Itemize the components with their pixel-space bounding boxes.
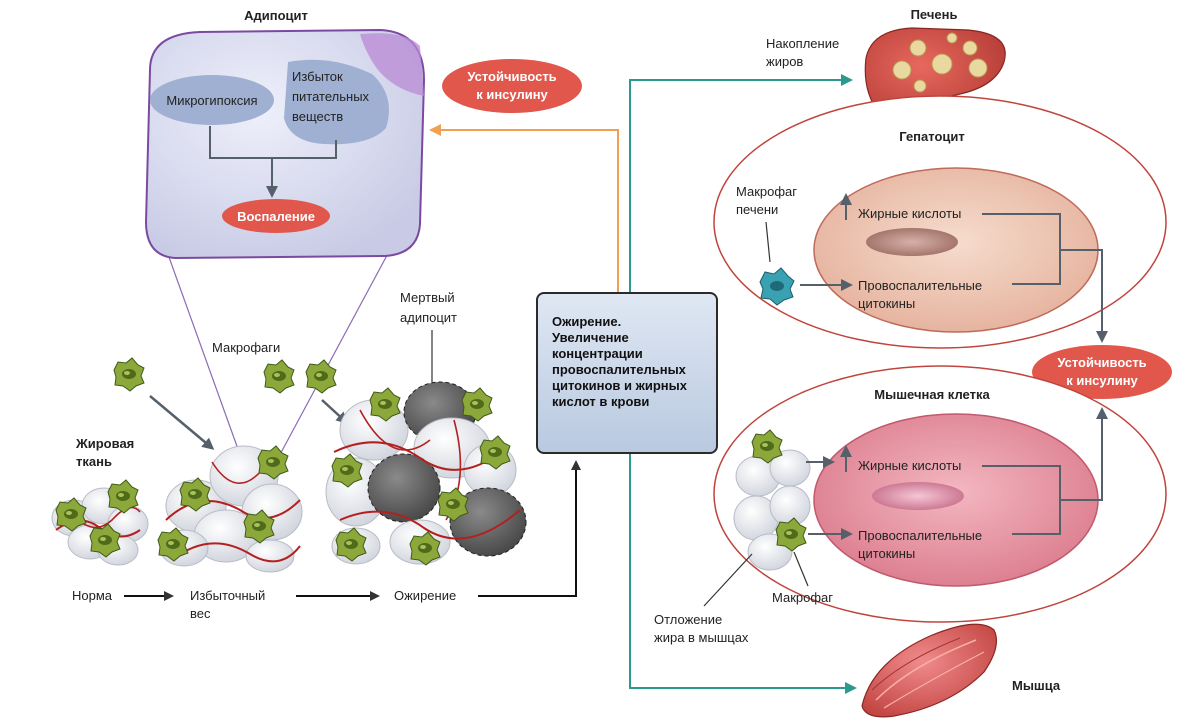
muscle-cytokines-label-2: цитокины: [858, 546, 915, 561]
fat-deposit-label-1: Отложение: [654, 612, 722, 627]
muscle-icon: [861, 623, 997, 718]
microhypoxia-label: Микрогипоксия: [166, 93, 257, 108]
dead-adipocyte-label-1: Мертвый: [400, 290, 455, 305]
muscle-cytokines-label-1: Провоспалительные: [858, 528, 982, 543]
insulin-resistance-top-line-1: Устойчивость: [467, 69, 556, 84]
center-line-2: Увеличение: [552, 330, 629, 345]
nutrients-line-3: веществ: [292, 109, 343, 124]
inflammation-label: Воспаление: [237, 209, 315, 224]
insulin-resistance-right-line-1: Устойчивость: [1057, 355, 1146, 370]
center-line-1: Ожирение.: [552, 314, 622, 329]
muscle-macrophage-pointer: [793, 551, 809, 587]
center-line-4: провоспалительных: [552, 362, 686, 377]
arrow-macrophages-to-obesity: [321, 399, 349, 425]
adipocyte-title: Адипоцит: [244, 8, 308, 23]
hepatocyte-nucleus: [866, 228, 958, 256]
insulin-resistance-top-line-2: к инсулину: [476, 87, 548, 102]
stage-norm-label: Норма: [72, 588, 113, 603]
arrow-muscle-to-resistance: [1060, 407, 1108, 501]
liver-cytokines-label-2: цитокины: [858, 296, 915, 311]
macrophage-icon: [263, 359, 295, 394]
dead-adipocyte-label-2: адипоцит: [400, 310, 457, 325]
adipocyte-nucleus: [360, 33, 424, 96]
adipose-tissue-label-1: Жировая: [75, 436, 134, 451]
inflammation-badge: [222, 199, 330, 233]
arrow-center-to-adipocyte: [429, 124, 619, 292]
nutrients-line-2: питательных: [292, 89, 370, 104]
muscle-fat-cluster: [733, 429, 811, 571]
microhypoxia-bubble: [150, 75, 274, 125]
muscle-cell-title: Мышечная клетка: [874, 387, 990, 402]
stage-overweight-label-1: Избыточный: [190, 588, 265, 603]
fat-deposit-label-2: жира в мышцах: [654, 630, 749, 645]
arrow-macrophage-to-overweight: [149, 395, 215, 450]
center-line-3: концентрации: [552, 346, 643, 361]
macrophage-icon: [113, 357, 145, 392]
center-line-5: цитокинов и жирных: [552, 378, 687, 393]
liver-macrophage-label-2: печени: [736, 202, 778, 217]
liver-macrophage-label-1: Макрофаг: [736, 184, 797, 199]
hepatocyte-title: Гепатоцит: [899, 129, 965, 144]
hepatocyte-cell: [813, 167, 1099, 333]
muscle-macrophage-label: Макрофаг: [772, 590, 833, 605]
fat-accumulation-label-2: жиров: [766, 54, 803, 69]
muscle-cell-nucleus: [872, 482, 964, 510]
liver-cytokines-label-1: Провоспалительные: [858, 278, 982, 293]
fat-accumulation-label-1: Накопление: [766, 36, 839, 51]
adipose-tissue-label-2: ткань: [76, 454, 112, 469]
stage-obesity-label: Ожирение: [394, 588, 456, 603]
stage-overweight-label-2: вес: [190, 606, 211, 621]
muscle-fatty-acids-label: Жирные кислоты: [858, 458, 961, 473]
macrophages-label: Макрофаги: [212, 340, 280, 355]
fat-deposit-pointer: [703, 553, 753, 607]
arrow-liver-to-resistance: [1060, 249, 1108, 343]
nutrients-bubble: [284, 59, 389, 145]
muscle-title: Мышца: [1012, 678, 1061, 693]
liver-fatty-acids-label: Жирные кислоты: [858, 206, 961, 221]
normal-tissue-cluster: [51, 479, 149, 566]
zoom-line-right: [261, 219, 407, 489]
liver-title: Печень: [911, 7, 958, 22]
obese-tissue-cluster: [325, 381, 527, 566]
insulin-resistance-top-badge: [442, 59, 582, 113]
insulin-resistance-right-line-2: к инсулину: [1066, 373, 1138, 388]
macrophage-icon: [305, 359, 337, 394]
obesity-center-box: Ожирение. Увеличение концентрации провос…: [536, 292, 718, 454]
center-line-6: кислот в крови: [552, 394, 650, 409]
liver-macrophage-pointer: [765, 221, 771, 263]
nutrients-line-1: Избыток: [292, 69, 343, 84]
arrow-obesity-to-center: [478, 460, 581, 597]
overweight-tissue-cluster: [157, 445, 303, 573]
insulin-resistance-right-badge: [1032, 345, 1172, 399]
